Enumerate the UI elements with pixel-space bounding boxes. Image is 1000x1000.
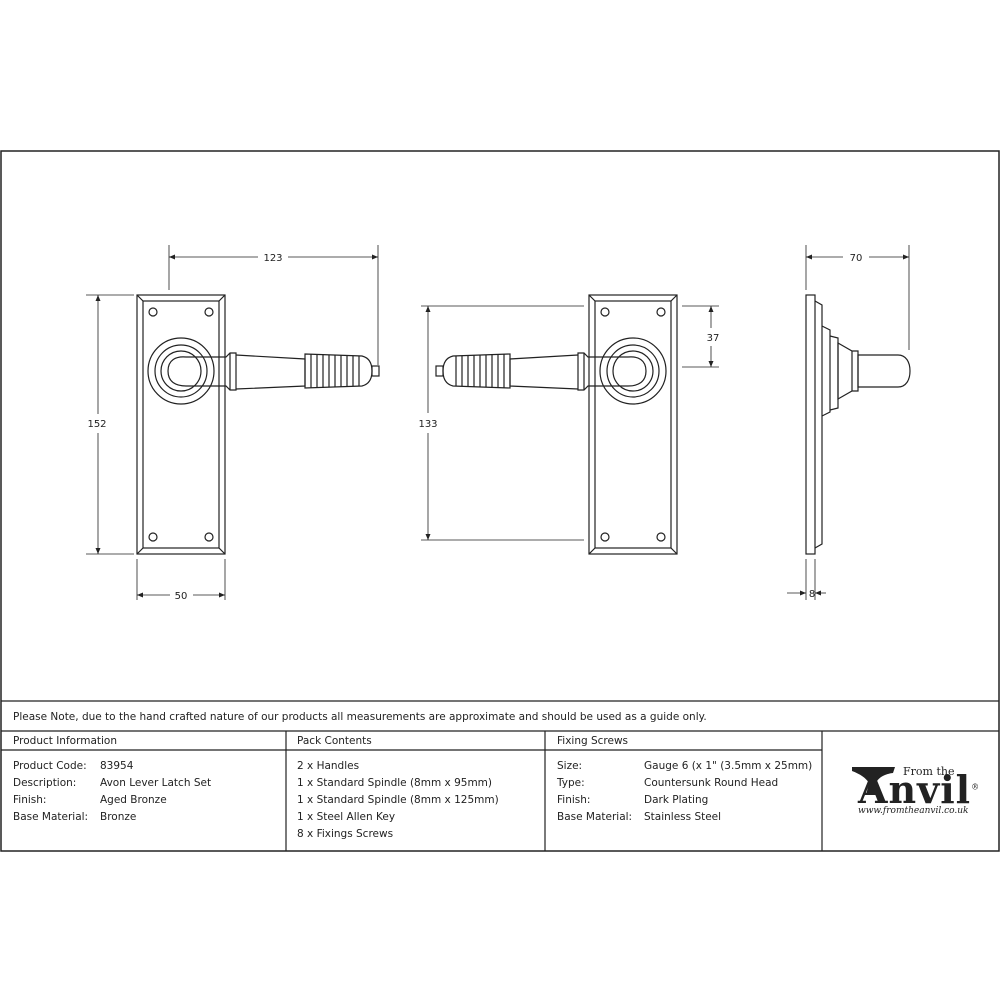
dim-label-70: 70 <box>850 253 863 264</box>
type-value: Countersunk Round Head <box>644 777 779 789</box>
back-lever-grip <box>442 353 511 389</box>
dim-label-37: 37 <box>707 333 720 344</box>
dim-label-8: 8 <box>809 589 815 600</box>
back-view <box>435 294 678 555</box>
side-backplate <box>805 294 816 555</box>
dim-label-133: 133 <box>418 419 437 430</box>
list-item: 2 x Handles <box>297 760 360 772</box>
front-lever-neck <box>167 352 237 391</box>
pack-contents-heading: Pack Contents <box>297 735 372 747</box>
base-material-value: Bronze <box>100 811 137 823</box>
anvil-logo-icon <box>852 767 895 795</box>
disclaimer-note: Please Note, due to the hand crafted nat… <box>13 711 707 723</box>
size-label: Size: <box>557 760 583 772</box>
side-dimensions <box>787 245 910 600</box>
logo-from-the: From the <box>903 765 955 778</box>
fixing-screws-heading: Fixing Screws <box>557 735 629 747</box>
screw-material-value: Stainless Steel <box>644 811 722 823</box>
back-lever-neck <box>577 352 647 391</box>
back-rose-outer <box>599 337 667 405</box>
size-value: Gauge 6 (x 1" (3.5mm x 25mm) <box>644 760 813 772</box>
side-arrowheads <box>800 254 909 596</box>
dim-label-152: 152 <box>87 419 106 430</box>
back-screw-hole <box>656 307 666 317</box>
description-value: Avon Lever Latch Set <box>100 777 212 789</box>
screw-finish-label: Finish: <box>557 794 591 806</box>
product-code-value: 83954 <box>100 760 134 772</box>
back-screw-hole <box>600 532 610 542</box>
front-screw-hole <box>204 307 214 317</box>
front-arrowheads <box>95 254 378 598</box>
back-arrowheads <box>425 306 714 540</box>
front-view <box>136 294 380 555</box>
list-item: 1 x Standard Spindle (8mm x 125mm) <box>297 794 499 806</box>
product-info-heading: Product Information <box>13 735 117 747</box>
screw-finish-value: Dark Plating <box>644 794 709 806</box>
base-material-label: Base Material: <box>13 811 89 823</box>
finish-label: Finish: <box>13 794 47 806</box>
side-view <box>805 294 911 555</box>
front-backplate-inner <box>142 300 220 549</box>
logo-anvil-text: Anvil® <box>858 767 980 812</box>
back-screw-hole <box>656 532 666 542</box>
list-item: 1 x Steel Allen Key <box>297 811 396 823</box>
front-lever-grip <box>304 353 373 389</box>
dim-label-123: 123 <box>263 253 282 264</box>
front-dimensions <box>86 245 379 600</box>
dim-label-50: 50 <box>175 591 188 602</box>
back-lever-finial <box>435 365 444 377</box>
technical-drawing: 123 152 50 133 37 70 8 <box>0 150 1000 852</box>
registered-mark: ® <box>971 782 981 792</box>
logo-url: www.fromtheanvil.co.uk <box>858 806 969 816</box>
back-lever-arm <box>509 354 579 390</box>
list-item: 1 x Standard Spindle (8mm x 95mm) <box>297 777 492 789</box>
side-lever-collar <box>837 341 859 401</box>
back-backplate-inner <box>594 300 672 549</box>
logo-name: Anvil <box>858 767 972 812</box>
back-screw-hole <box>600 307 610 317</box>
front-lever-finial <box>371 365 380 377</box>
list-item: 8 x Fixings Screws <box>297 828 394 840</box>
front-backplate-outer <box>136 294 226 555</box>
back-backplate-outer <box>588 294 678 555</box>
description-label: Description: <box>13 777 77 789</box>
side-lever-end <box>857 354 911 388</box>
type-label: Type: <box>557 777 585 789</box>
front-screw-hole <box>148 307 158 317</box>
side-rose <box>821 325 831 417</box>
product-code-label: Product Code: <box>13 760 87 772</box>
frame-border <box>0 150 1000 852</box>
drawing-sheet: 123 152 50 133 37 70 8 Please Note, due … <box>0 150 1000 852</box>
front-lever-arm <box>235 354 306 390</box>
front-rose-outer <box>147 337 215 405</box>
finish-value: Aged Bronze <box>100 794 167 806</box>
front-screw-hole <box>204 532 214 542</box>
screw-material-label: Base Material: <box>557 811 633 823</box>
back-dimensions <box>421 305 719 541</box>
front-screw-hole <box>148 532 158 542</box>
